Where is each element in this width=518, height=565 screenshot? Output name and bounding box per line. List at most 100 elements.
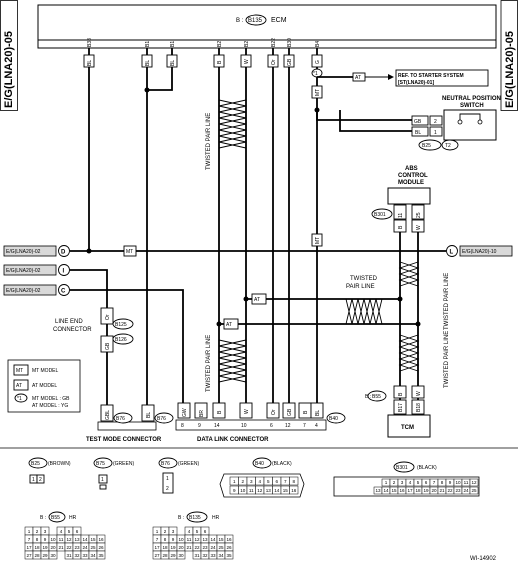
svg-text:B25: B25 xyxy=(422,143,431,149)
b40-pin-label: 15 xyxy=(283,488,289,493)
b135-pin-label: 11 xyxy=(187,537,192,542)
svg-text:HR: HR xyxy=(69,515,77,521)
b135-pin-label: 25 xyxy=(218,545,224,550)
b40-pin xyxy=(289,485,299,495)
neutral-switch-box xyxy=(443,109,497,141)
junction-dot xyxy=(144,87,150,93)
b55-pin-label: 11 xyxy=(59,537,64,542)
b55-pin-label: 13 xyxy=(74,537,80,542)
svg-text:GB: GB xyxy=(287,408,293,416)
ecm-pin: B38 xyxy=(87,38,93,47)
abs-module-box xyxy=(387,187,431,205)
svg-text:HR: HR xyxy=(212,515,220,521)
svg-text:GB: GB xyxy=(414,119,422,125)
b135-pin-label: 10 xyxy=(178,537,184,542)
b55-pin-label: 3 xyxy=(44,529,47,534)
twisted-pair-mid-a xyxy=(345,298,383,325)
twisted-pair-label-top: TWISTED PAIR LINE xyxy=(206,113,212,170)
twisted-pair-label-lower: TWISTED PAIR LINE xyxy=(206,335,212,392)
b135-pin-label: 14 xyxy=(210,537,216,542)
svg-text:6: 6 xyxy=(270,423,273,429)
b135-pin-label: 5 xyxy=(196,529,199,534)
svg-text:E/G(LNA20)-02: E/G(LNA20)-02 xyxy=(6,249,41,255)
svg-text:GB: GB xyxy=(105,342,111,350)
svg-text:9: 9 xyxy=(198,423,201,429)
b55-pin xyxy=(96,550,106,560)
b135-pin-label: 12 xyxy=(194,537,200,542)
svg-text:B55: B55 xyxy=(51,515,60,521)
b301-pin-label: 10 xyxy=(455,480,461,485)
dlc-pins: 8 9 14 10 6 12 7 4 xyxy=(181,423,318,429)
b301-pin-label: 3 xyxy=(401,480,404,485)
legend-star-line2: AT MODEL : YG xyxy=(32,403,68,409)
svg-text:1: 1 xyxy=(101,477,104,483)
b135-pin xyxy=(224,550,234,560)
svg-text:BL: BL xyxy=(87,60,93,66)
b55-pin-label: 31 xyxy=(66,553,72,558)
offpage-i-letter: I xyxy=(63,269,65,275)
svg-text:B18: B18 xyxy=(416,403,422,412)
svg-text:W: W xyxy=(416,391,422,396)
b55-pin-label: 1 xyxy=(28,529,31,534)
svg-text:B55: B55 xyxy=(372,394,381,400)
svg-text:B :: B : xyxy=(365,394,371,400)
svg-text:BL: BL xyxy=(170,60,176,66)
pair-line-label-mid: PAIR LINE xyxy=(346,284,375,290)
svg-text:10: 10 xyxy=(241,423,247,429)
b55-pin-label: 32 xyxy=(74,553,80,558)
ecm-wires xyxy=(88,48,318,410)
offpage-c-letter: C xyxy=(61,289,66,295)
svg-text:BL: BL xyxy=(315,410,321,416)
starter-arrow xyxy=(388,74,394,80)
svg-text:W: W xyxy=(244,59,250,64)
b301-pin-label: 1 xyxy=(385,480,388,485)
b55-pin-label: 22 xyxy=(66,545,72,550)
b135-pin-label: 35 xyxy=(226,553,232,558)
b40-pin-label: 3 xyxy=(250,479,253,484)
b55-pin xyxy=(48,550,58,560)
svg-text:2: 2 xyxy=(166,486,169,492)
b55-pin-label: 35 xyxy=(98,553,104,558)
b40-pin-label: 9 xyxy=(233,488,236,493)
b40-pin-label: 13 xyxy=(266,488,272,493)
svg-text:MT: MT xyxy=(16,368,23,374)
svg-text:(BLACK): (BLACK) xyxy=(417,465,437,471)
svg-text:AT: AT xyxy=(254,297,260,303)
b40-pin-label: 16 xyxy=(291,488,297,493)
b40-pin-label: 11 xyxy=(249,488,254,493)
b135-pin-label: 3 xyxy=(172,529,175,534)
neutral-switch-line1: NEUTRAL POSITION xyxy=(442,96,501,102)
svg-text:B: B xyxy=(398,392,404,396)
b40-pin-label: 10 xyxy=(240,488,246,493)
b301-pin-label: 22 xyxy=(447,488,453,493)
b135-pin-label: 8 xyxy=(164,537,167,542)
b40-pin-label: 12 xyxy=(257,488,263,493)
legend-at: AT MODEL xyxy=(32,383,57,389)
svg-text:B75: B75 xyxy=(96,461,105,467)
b55-pin-label: 26 xyxy=(98,545,104,550)
b301-pin-label: 13 xyxy=(375,488,381,493)
svg-text:GBL: GBL xyxy=(105,410,111,420)
wire-ecm-b1b xyxy=(147,48,173,91)
b135-pin-label: 24 xyxy=(210,545,216,550)
svg-text:(GREEN): (GREEN) xyxy=(178,461,199,467)
b135-pin-label: 15 xyxy=(218,537,224,542)
ecm-wire-tags: BL BL BL B W Or GB G xyxy=(83,54,323,68)
svg-text:GW: GW xyxy=(182,408,188,417)
svg-text:AT: AT xyxy=(226,322,232,328)
svg-text:B126: B126 xyxy=(115,337,127,343)
legend-mt: MT MODEL xyxy=(32,368,59,374)
svg-text:B: B xyxy=(217,410,223,414)
offpage-l-letter: L xyxy=(450,250,454,256)
svg-text:12: 12 xyxy=(285,423,291,429)
twisted-pair-mid-b xyxy=(345,298,383,325)
dlc-wire-tags: GW BR B W Or GB B BL xyxy=(177,402,324,419)
b301-pin-label: 23 xyxy=(455,488,461,493)
svg-text:MT: MT xyxy=(315,237,321,244)
svg-text:(BLACK): (BLACK) xyxy=(272,461,292,467)
svg-text:B76: B76 xyxy=(116,416,125,422)
svg-text:Or: Or xyxy=(271,59,277,65)
b301-pin-label: 24 xyxy=(463,488,469,493)
